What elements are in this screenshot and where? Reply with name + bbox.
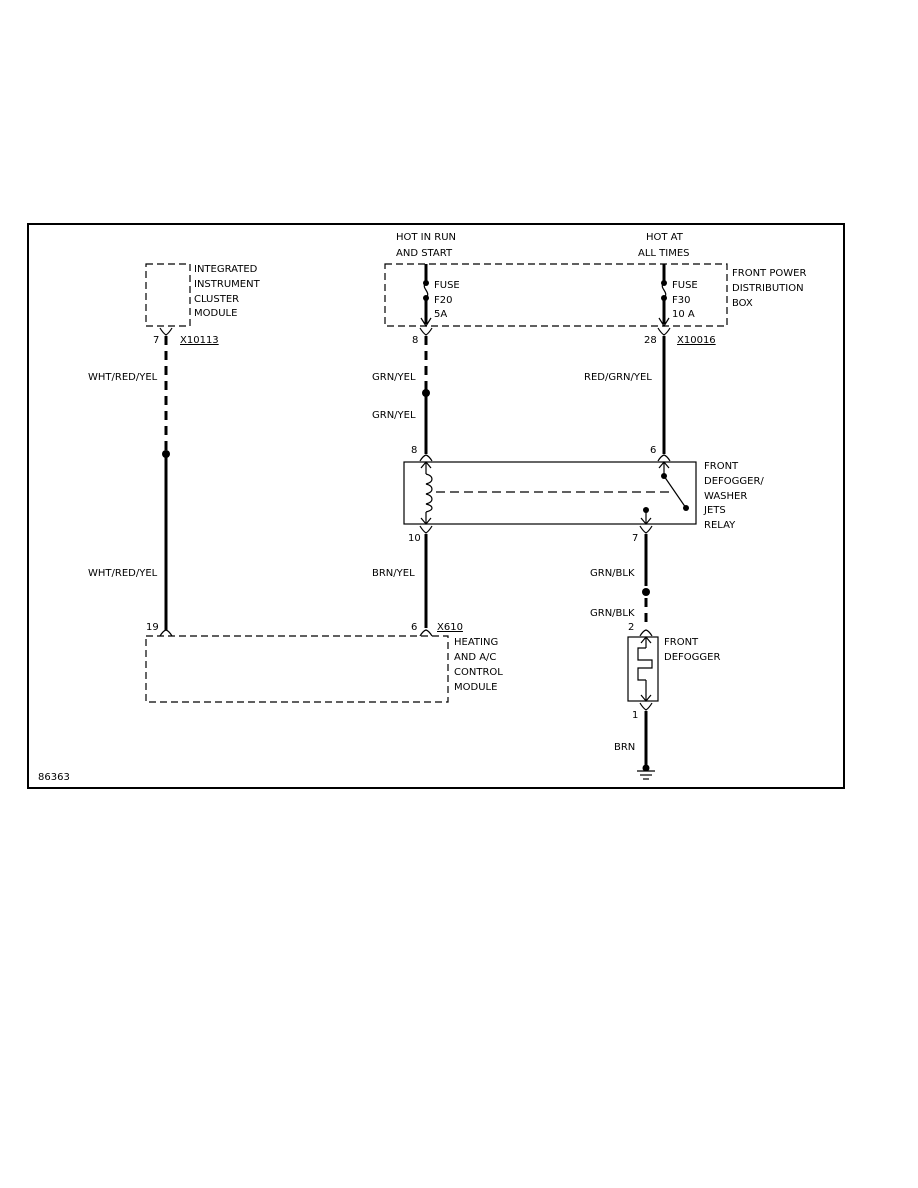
hot-in-run-label-1: HOT IN RUN [396, 232, 456, 243]
fuse1-label-2: F20 [434, 295, 452, 306]
connector-mark-defog-2 [639, 629, 653, 637]
hot-at-label-2: ALL TIMES [638, 248, 690, 259]
fuse2-label-1: FUSE [672, 280, 698, 291]
connector-mark-defog-1 [639, 702, 653, 711]
relay-coil [420, 461, 433, 525]
wire-label-redgrnyel: RED/GRN/YEL [584, 372, 652, 383]
hot-in-run-label-2: AND START [396, 248, 453, 259]
splice-dot-middle [422, 389, 430, 397]
defogger-grid-element [637, 636, 653, 702]
connector-mark-relay-10 [419, 525, 433, 534]
pin-8-fuse: 8 [412, 335, 418, 346]
hvac-module-box [145, 635, 449, 703]
cluster-label-4: MODULE [194, 308, 237, 319]
wire-label-grnyel-bottom: GRN/YEL [372, 410, 416, 421]
hot-at-label-1: HOT AT [646, 232, 684, 243]
pdb-label-2: DISTRIBUTION [732, 283, 804, 294]
ground-icon [637, 764, 655, 780]
wire-label-whtredyel-top: WHT/RED/YEL [88, 372, 158, 383]
front-defogger-box [627, 636, 659, 702]
pin-7-relay: 7 [632, 533, 638, 544]
connector-mark-relay-8 [419, 454, 433, 462]
relay-label-3: WASHER [704, 491, 747, 502]
pin-1: 1 [632, 710, 638, 721]
relay-label-5: RELAY [704, 520, 736, 531]
connector-x10113: X10113 [180, 335, 219, 346]
connector-x610: X610 [437, 622, 463, 633]
hvac-label-2: AND A/C [454, 652, 496, 663]
relay-box [403, 461, 697, 525]
fuse1-label-1: FUSE [434, 280, 460, 291]
wire-label-brnyel: BRN/YEL [372, 568, 415, 579]
wire-label-brn: BRN [614, 742, 635, 753]
relay-label-1: FRONT [704, 461, 739, 472]
pin-2: 2 [628, 622, 634, 633]
cluster-module-box [145, 263, 191, 327]
connector-mark-f20 [419, 327, 433, 336]
pin-6-hvac: 6 [411, 622, 417, 633]
hvac-label-4: MODULE [454, 682, 497, 693]
hvac-label-1: HEATING [454, 637, 498, 648]
figure-id: 86363 [38, 772, 70, 783]
cluster-label-1: INTEGRATED [194, 264, 258, 275]
relay-label-2: DEFOGGER/ [704, 476, 764, 487]
pin-8-relay: 8 [411, 445, 417, 456]
connector-x10016: X10016 [677, 335, 716, 346]
relay-label-4: JETS [703, 505, 726, 516]
defog-label-2: DEFOGGER [664, 652, 720, 663]
defog-label-1: FRONT [664, 637, 699, 648]
cluster-label-2: INSTRUMENT [194, 279, 261, 290]
connector-mark-hvac-19 [159, 629, 173, 637]
connector-mark-relay-6 [657, 454, 671, 462]
pin-28: 28 [644, 335, 657, 346]
cluster-label-3: CLUSTER [194, 294, 239, 305]
hvac-label-3: CONTROL [454, 667, 503, 678]
diagram-frame [27, 223, 845, 789]
connector-mark-hvac-6 [419, 629, 433, 637]
pin-10: 10 [408, 533, 421, 544]
relay-switch [640, 461, 689, 525]
connector-mark-f30 [657, 327, 671, 336]
splice-dot-left [162, 450, 170, 458]
fuse-f20 [420, 264, 432, 328]
fuse1-label-3: 5A [434, 309, 447, 320]
pin-7-cluster: 7 [153, 335, 159, 346]
pin-6-relay: 6 [650, 445, 656, 456]
pin-19: 19 [146, 622, 159, 633]
wire-label-whtredyel-bottom: WHT/RED/YEL [88, 568, 158, 579]
wire-label-grnblk-bottom: GRN/BLK [590, 608, 635, 619]
fuse2-label-2: F30 [672, 295, 690, 306]
connector-mark-relay-7 [639, 525, 653, 534]
splice-dot-right [642, 588, 650, 596]
pdb-label-1: FRONT POWER [732, 268, 806, 279]
fuse2-label-3: 10 A [672, 309, 695, 320]
wire-label-grnblk-top: GRN/BLK [590, 568, 635, 579]
fuse-f30 [658, 264, 670, 328]
pdb-label-3: BOX [732, 298, 753, 309]
wire-label-grnyel-top: GRN/YEL [372, 372, 416, 383]
connector-mark-cluster [159, 327, 173, 336]
